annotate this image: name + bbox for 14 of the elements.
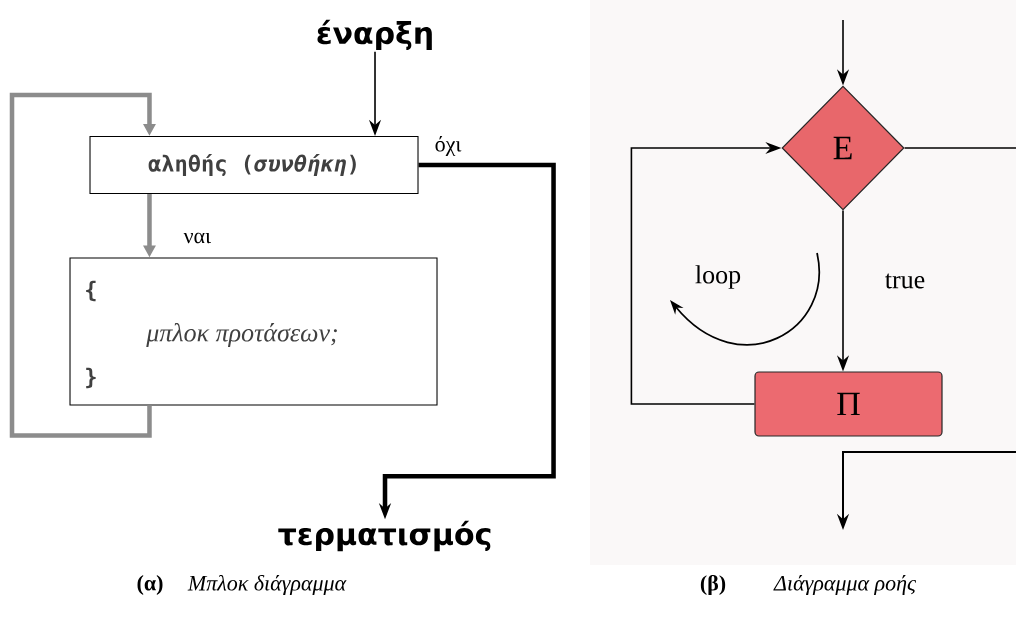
start-label: έναρξη (317, 19, 432, 51)
edge-label: ναι (183, 232, 211, 244)
end-label: τερματισμός (278, 520, 491, 552)
arrow (9, 92, 156, 438)
loop-label: loop (695, 265, 741, 289)
caption-text: Διάγραμμα ροής (773, 574, 917, 596)
process-box: Π (754, 371, 943, 437)
edge-label: όχι (435, 135, 462, 157)
condition-box: αληθής (συνθήκη) (89, 135, 419, 195)
caption-text: Μπλοκ διάγραμμα (187, 574, 347, 596)
edge-label: true (885, 273, 925, 289)
code-block-box: { μπλοκ προτάσεων; } (69, 257, 438, 406)
caption-number: (α) (137, 575, 163, 595)
caption-number: (β) (700, 574, 726, 596)
